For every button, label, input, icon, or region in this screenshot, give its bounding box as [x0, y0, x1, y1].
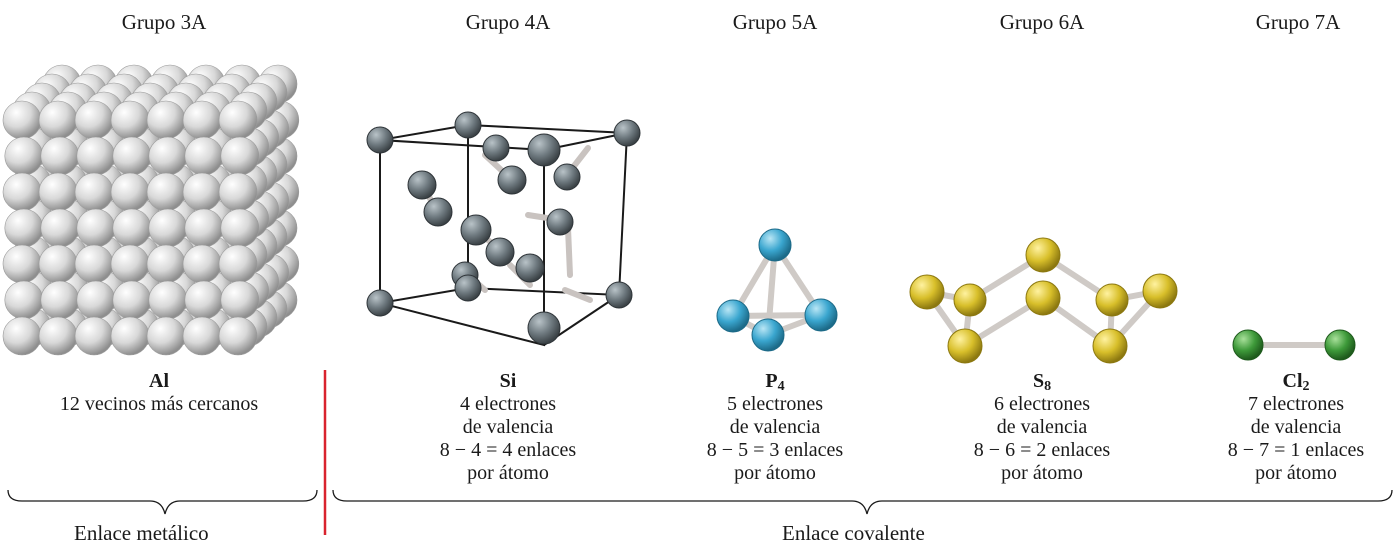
aluminum-atom	[148, 280, 188, 320]
caption-line: 12 vecinos más cercanos	[59, 393, 259, 415]
aluminum-atom	[2, 316, 42, 356]
caption-line: 8 − 4 = 4 enlaces	[439, 439, 577, 461]
aluminum-atom	[148, 208, 188, 248]
aluminum-atom	[182, 100, 222, 140]
aluminum-lattice-image	[2, 64, 300, 356]
metallic-brace	[7, 489, 318, 515]
aluminum-atom	[74, 244, 114, 284]
caption-line: por átomo	[1001, 462, 1083, 484]
caption-al: Al 12 vecinos más cercanos	[9, 370, 309, 416]
formula-si: Si	[499, 370, 517, 392]
group-header-6a: Grupo 6A	[999, 10, 1085, 34]
aluminum-atom	[38, 172, 78, 212]
caption-line: 7 electrones	[1247, 393, 1345, 415]
caption-line: por átomo	[1255, 462, 1337, 484]
covalent-brace	[332, 489, 1393, 515]
formula-s8: S8	[1032, 370, 1052, 394]
aluminum-atom	[218, 244, 258, 284]
aluminum-atom	[146, 316, 186, 356]
aluminum-atom	[40, 208, 80, 248]
aluminum-atom	[110, 244, 150, 284]
aluminum-atom	[182, 316, 222, 356]
aluminum-atom	[74, 100, 114, 140]
p4-molecule-image	[716, 228, 838, 352]
aluminum-atom	[110, 316, 150, 356]
aluminum-atom	[218, 100, 258, 140]
aluminum-atom	[38, 316, 78, 356]
covalent-bond-label: Enlace covalente	[782, 521, 925, 545]
caption-line: de valencia	[462, 416, 554, 438]
aluminum-atom	[220, 136, 260, 176]
aluminum-atom	[2, 172, 42, 212]
aluminum-atom	[4, 136, 44, 176]
caption-s8: S8 6 electrones de valencia 8 − 6 = 2 en…	[932, 370, 1152, 485]
aluminum-atom	[184, 136, 224, 176]
silicon-crystal-image	[366, 111, 641, 347]
aluminum-atom	[184, 280, 224, 320]
aluminum-atom	[220, 280, 260, 320]
aluminum-atom	[182, 244, 222, 284]
caption-line: 6 electrones	[993, 393, 1091, 415]
group-header-7a: Grupo 7A	[1255, 10, 1341, 34]
aluminum-atom	[184, 208, 224, 248]
caption-p4: P4 5 electrones de valencia 8 − 5 = 3 en…	[665, 370, 885, 485]
caption-line: 8 − 5 = 3 enlaces	[706, 439, 844, 461]
aluminum-atom	[74, 172, 114, 212]
aluminum-atom	[182, 172, 222, 212]
aluminum-atom	[76, 280, 116, 320]
s8-molecule-image	[909, 237, 1178, 364]
aluminum-atom	[112, 208, 152, 248]
aluminum-atom	[220, 208, 260, 248]
aluminum-atom	[148, 136, 188, 176]
formula-p4: P4	[765, 370, 785, 394]
aluminum-atom	[146, 100, 186, 140]
aluminum-atom	[2, 244, 42, 284]
aluminum-atom	[2, 100, 42, 140]
aluminum-atom	[4, 280, 44, 320]
aluminum-atom	[40, 136, 80, 176]
formula-al: Al	[149, 370, 169, 392]
formula-cl2: Cl2	[1282, 370, 1310, 394]
aluminum-atom	[38, 244, 78, 284]
aluminum-atom	[38, 100, 78, 140]
caption-line: 8 − 6 = 2 enlaces	[973, 439, 1111, 461]
aluminum-atom	[146, 244, 186, 284]
caption-cl2: Cl2 7 electrones de valencia 8 − 7 = 1 e…	[1201, 370, 1391, 485]
caption-line: 4 electrones	[459, 393, 557, 415]
group-header-4a: Grupo 4A	[465, 10, 551, 34]
caption-line: por átomo	[734, 462, 816, 484]
aluminum-atom	[4, 208, 44, 248]
cl2-molecule-image	[1232, 329, 1356, 361]
caption-line: de valencia	[729, 416, 821, 438]
metallic-bond-label: Enlace metálico	[74, 521, 209, 545]
aluminum-atom	[146, 172, 186, 212]
group-header-3a: Grupo 3A	[121, 10, 207, 34]
caption-line: 5 electrones	[726, 393, 824, 415]
aluminum-atom	[74, 316, 114, 356]
aluminum-atom	[110, 172, 150, 212]
caption-si: Si 4 electrones de valencia 8 − 4 = 4 en…	[398, 370, 618, 485]
aluminum-atom	[112, 136, 152, 176]
caption-line: de valencia	[1250, 416, 1342, 438]
aluminum-atom	[110, 100, 150, 140]
aluminum-atom	[218, 172, 258, 212]
aluminum-atom	[112, 280, 152, 320]
aluminum-atom	[76, 136, 116, 176]
group-header-5a: Grupo 5A	[732, 10, 818, 34]
caption-line: 8 − 7 = 1 enlaces	[1227, 439, 1365, 461]
aluminum-atom	[218, 316, 258, 356]
caption-line: por átomo	[467, 462, 549, 484]
aluminum-atom	[40, 280, 80, 320]
aluminum-atom	[76, 208, 116, 248]
caption-line: de valencia	[996, 416, 1088, 438]
